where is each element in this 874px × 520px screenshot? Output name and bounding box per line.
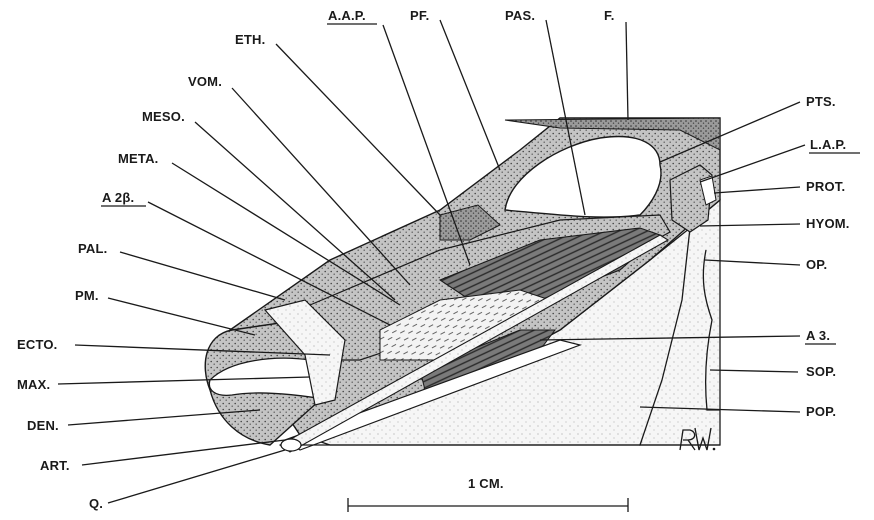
label-meta: META. [118, 151, 158, 166]
scale-bar: 1 CM. [348, 476, 628, 512]
label-ecto: ECTO. [17, 337, 58, 352]
label-f: F. [604, 8, 615, 23]
label-q: Q. [89, 496, 103, 511]
label-lap: L.A.P. [810, 137, 846, 152]
label-pop: POP. [806, 404, 836, 419]
label-a2b: A 2β. [102, 190, 134, 205]
label-vom: VOM. [188, 74, 222, 89]
scale-bar-label: 1 CM. [468, 476, 504, 491]
label-max: MAX. [17, 377, 50, 392]
label-eth: ETH. [235, 32, 265, 47]
label-pm: PM. [75, 288, 99, 303]
label-art: ART. [40, 458, 70, 473]
label-pf: PF. [410, 8, 429, 23]
label-hyom: HYOM. [806, 216, 850, 231]
label-a3: A 3. [806, 328, 830, 343]
label-pts: PTS. [806, 94, 836, 109]
jaw-joint [281, 439, 301, 451]
label-aap: A.A.P. [328, 8, 366, 23]
drawing [205, 118, 720, 452]
label-sop: SOP. [806, 364, 836, 379]
label-den: DEN. [27, 418, 59, 433]
label-prot: PROT. [806, 179, 845, 194]
label-pal: PAL. [78, 241, 107, 256]
label-pas: PAS. [505, 8, 535, 23]
label-meso: MESO. [142, 109, 185, 124]
label-op: OP. [806, 257, 827, 272]
